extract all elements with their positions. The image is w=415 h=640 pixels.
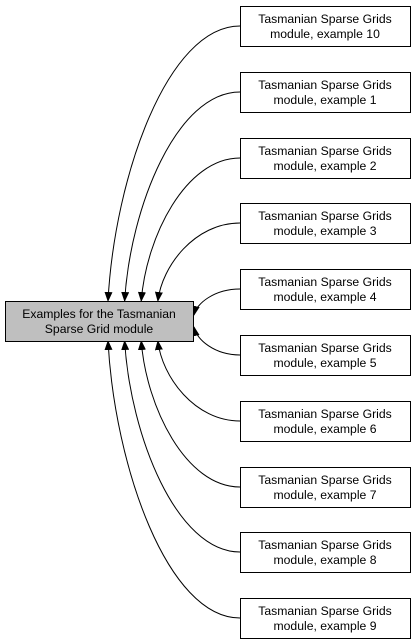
child-node-4-label-line-2: module, example 3 bbox=[274, 224, 377, 238]
child-node-1-box bbox=[240, 6, 411, 47]
child-node-8-label-line-2: module, example 7 bbox=[274, 488, 377, 502]
center-node-label-line-1: Examples for the Tasmanian bbox=[22, 307, 176, 321]
child-node-3-label-line-2: module, example 2 bbox=[274, 159, 377, 173]
edge-7 bbox=[154, 340, 241, 422]
child-node-9-label-line-1: Tasmanian Sparse Grids bbox=[258, 538, 391, 552]
child-node-5-box bbox=[240, 269, 411, 310]
edge-5 bbox=[191, 288, 241, 316]
edge-10 bbox=[104, 340, 241, 619]
child-node-9-label-line-2: module, example 8 bbox=[274, 553, 377, 567]
child-node-2-box bbox=[240, 72, 411, 113]
child-node-2-label-line-2: module, example 1 bbox=[274, 93, 377, 107]
child-node-1-label-line-2: module, example 10 bbox=[270, 27, 380, 41]
child-node-10-label-line-1: Tasmanian Sparse Grids bbox=[258, 604, 391, 618]
edge-4 bbox=[154, 222, 241, 302]
child-node-5-label-line-1: Tasmanian Sparse Grids bbox=[258, 275, 391, 289]
child-node-8-label-line-1: Tasmanian Sparse Grids bbox=[258, 473, 391, 487]
edge-8 bbox=[137, 340, 241, 488]
child-node-7-label-line-2: module, example 6 bbox=[274, 422, 377, 436]
edge-6 bbox=[191, 326, 241, 356]
child-node-1-label-line-1: Tasmanian Sparse Grids bbox=[258, 12, 391, 26]
child-node-7-label-line-1: Tasmanian Sparse Grids bbox=[258, 407, 391, 421]
child-node-4-label-line-1: Tasmanian Sparse Grids bbox=[258, 209, 391, 223]
child-node-4-box bbox=[240, 203, 411, 244]
edge-3 bbox=[137, 157, 241, 302]
child-node-5-label-line-2: module, example 4 bbox=[274, 290, 377, 304]
child-node-7-box bbox=[240, 401, 411, 442]
child-node-6-label-line-1: Tasmanian Sparse Grids bbox=[258, 341, 391, 355]
child-node-8-box bbox=[240, 467, 411, 508]
child-node-3-label-line-1: Tasmanian Sparse Grids bbox=[258, 144, 391, 158]
center-node-label-line-2: Sparse Grid module bbox=[45, 322, 154, 336]
edges-layer bbox=[104, 25, 241, 619]
child-node-10-label-line-2: module, example 9 bbox=[274, 619, 377, 633]
child-node-6-box bbox=[240, 335, 411, 376]
child-node-3-box bbox=[240, 138, 411, 179]
edge-9 bbox=[121, 340, 241, 553]
edge-1 bbox=[104, 25, 241, 302]
child-node-2-label-line-1: Tasmanian Sparse Grids bbox=[258, 78, 391, 92]
child-node-6-label-line-2: module, example 5 bbox=[274, 356, 377, 370]
child-node-10-box bbox=[240, 598, 411, 639]
center-node-box bbox=[5, 301, 194, 342]
child-node-9-box bbox=[240, 532, 411, 573]
edge-2 bbox=[121, 91, 241, 302]
